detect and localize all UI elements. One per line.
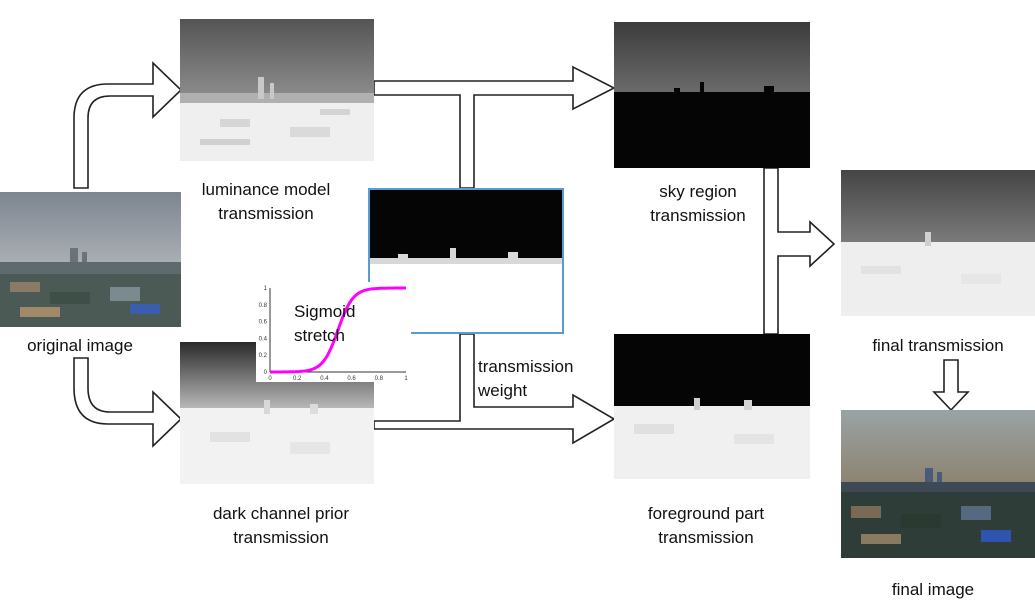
sky-region-transmission-image [614, 22, 810, 168]
label-luminance-model: luminance model transmission [201, 180, 331, 223]
y-tick-label: 0.8 [259, 303, 268, 309]
curved-arrow-up [73, 61, 183, 189]
label-final-image: final image [891, 580, 975, 599]
final-image [841, 410, 1035, 558]
pipe-top [373, 65, 616, 189]
x-tick-label: 0 [268, 376, 272, 382]
original-image [0, 192, 181, 327]
y-tick-label: 1 [264, 286, 268, 292]
label-final-transmission: final transmission [872, 336, 1004, 355]
label-foreground-part: foreground part transmission [647, 504, 765, 547]
x-tick-label: 1 [404, 376, 408, 382]
foreground-transmission-image [614, 334, 810, 479]
sigmoid-curve [270, 286, 406, 374]
pipe-bottom [373, 333, 616, 445]
y-tick-label: 0.4 [259, 336, 268, 342]
x-tick-label: 0.6 [347, 376, 356, 382]
label-sigmoid-stretch: Sigmoid stretch [294, 302, 356, 345]
final-transmission-image [841, 170, 1035, 316]
y-tick-label: 0.2 [259, 353, 268, 359]
label-transmission-weight: transmission weight [478, 357, 574, 400]
y-tick-label: 0.6 [259, 320, 268, 326]
pipe-merge [763, 167, 836, 335]
luminance-transmission-image [180, 19, 374, 161]
label-sky-region: sky region transmission [650, 182, 746, 225]
transmission-weight-image [368, 188, 564, 334]
down-arrow [932, 359, 970, 412]
x-tick-label: 0.4 [320, 376, 329, 382]
curved-arrow-down [73, 357, 183, 448]
x-tick-label: 0.8 [375, 376, 384, 382]
label-original-image: original image [27, 336, 133, 355]
x-tick-label: 0.2 [293, 376, 302, 382]
y-tick-label: 0 [264, 370, 268, 376]
label-dark-channel: dark channel prior transmission [212, 504, 350, 547]
